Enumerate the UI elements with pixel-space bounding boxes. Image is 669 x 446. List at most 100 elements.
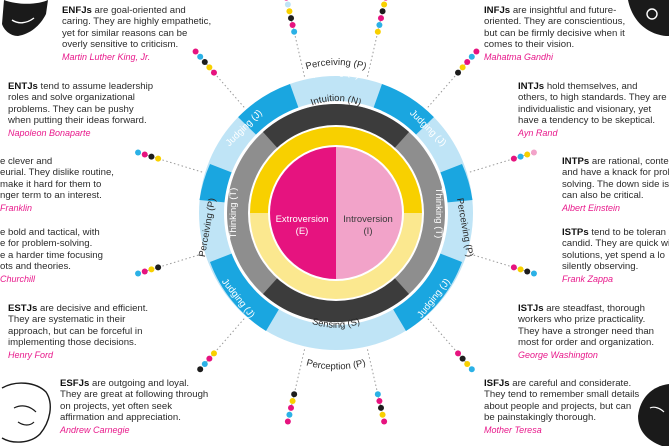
thinking-right-label: Thinking (T) (433, 188, 444, 239)
introversion-half (336, 147, 402, 279)
spoke-line-5 (469, 152, 533, 173)
spoke-dot (206, 355, 213, 362)
introversion-code: (I) (364, 226, 373, 237)
intp-blurb: INTPs are rational, conte and have a kna… (562, 156, 669, 214)
spoke-dot (530, 149, 537, 156)
infj-person: Mahatma Gandhi (484, 51, 554, 62)
spoke-line-6 (139, 253, 203, 274)
estj-person: Henry Ford (8, 349, 54, 360)
feeling-top-label: Feeling (F) (311, 67, 361, 82)
enfj-person: Martin Luther King, Jr. (62, 51, 151, 62)
spoke-dot (289, 398, 296, 405)
isfj-person: Mother Teresa (484, 424, 542, 435)
spoke-dot (288, 404, 295, 411)
portrait-mlk-icon (2, 0, 48, 36)
spoke-dot (135, 270, 142, 277)
thinking-left-label: Thinking (T) (228, 188, 239, 239)
intuition-label: Intuition (N) (309, 93, 363, 108)
spoke-dot (376, 398, 383, 405)
feeling-bottom-label: Feeling (F) (313, 351, 360, 365)
spoke-dot (473, 48, 480, 55)
introversion-label: Introversion (343, 214, 393, 225)
spoke-dot (455, 69, 462, 76)
intj-person: Ayn Rand (518, 127, 558, 138)
spoke-dot (210, 350, 217, 357)
spoke-line-10 (289, 349, 305, 413)
isfj-blurb: ISFJs are careful and considerate. They … (484, 378, 640, 435)
spoke-dot (197, 366, 204, 373)
portrait-carnegie-icon (1, 382, 51, 443)
spoke-line-7 (469, 253, 533, 274)
spoke-dot (201, 59, 208, 66)
istp-blurb: ISTPs tend to be toleran candid. They ar… (562, 227, 669, 284)
spoke-dot (141, 268, 148, 275)
spoke-dot (286, 411, 293, 418)
spoke-line-11 (367, 349, 383, 413)
spoke-dot (530, 270, 537, 277)
spoke-line-1 (367, 13, 383, 77)
spoke-dot (155, 155, 162, 162)
spoke-dot (381, 1, 388, 8)
spoke-dot (455, 350, 462, 357)
spoke-dot (464, 59, 471, 66)
spoke-dot (459, 64, 466, 71)
extroversion-half (270, 147, 336, 279)
entj-person: Napoleon Bonaparte (8, 127, 91, 138)
spoke-dot (524, 268, 531, 275)
extroversion-code: (E) (296, 226, 309, 237)
spoke-dot (148, 153, 155, 160)
spoke-dot (381, 418, 388, 425)
spoke-line-2 (201, 57, 245, 108)
intp-person: Albert Einstein (562, 202, 621, 213)
estj-blurb: ESTJs are decisive and efficient. They a… (8, 303, 149, 360)
spoke-line-8 (201, 318, 245, 369)
spoke-dot (468, 366, 475, 373)
spoke-dot (284, 1, 291, 8)
spoke-dot (291, 28, 298, 35)
spoke-lines (135, 0, 537, 425)
spoke-dot (206, 64, 213, 71)
spoke-dot (141, 151, 148, 158)
spoke-dot (192, 48, 199, 55)
spoke-line-3 (427, 57, 471, 108)
spoke-dot (288, 15, 295, 22)
enfj-blurb: ENFJs are goal-oriented and caring. They… (62, 5, 212, 62)
spoke-dot (524, 151, 531, 158)
portrait-teresa-icon (638, 384, 669, 446)
spoke-dot (383, 0, 388, 1)
spoke-dot (289, 21, 296, 28)
spoke-dot (284, 0, 289, 1)
spoke-dot (459, 355, 466, 362)
spoke-dot (377, 404, 384, 411)
spoke-dot (376, 21, 383, 28)
perception-bottom-label: Perception (P) (305, 358, 367, 373)
spoke-dot (197, 53, 204, 60)
spoke-dot (210, 69, 217, 76)
spoke-line-0 (289, 13, 305, 77)
spoke-dot (201, 360, 208, 367)
spoke-line-9 (427, 318, 471, 369)
spoke-dot (517, 266, 524, 273)
spoke-line-4 (139, 152, 203, 173)
spoke-dot (464, 360, 471, 367)
spoke-dot (135, 149, 142, 156)
extroversion-label: Extroversion (276, 214, 329, 225)
spoke-dot (377, 15, 384, 22)
spoke-dot (517, 153, 524, 160)
spoke-dot (379, 8, 386, 15)
istj-blurb: ISTJs are steadfast, thorough workers wh… (518, 303, 655, 360)
spoke-dot (468, 53, 475, 60)
spoke-dot (291, 391, 298, 398)
entp-person: Franklin (0, 202, 33, 213)
istj-person: George Washington (518, 349, 598, 360)
istp-person: Frank Zappa (562, 273, 614, 284)
spoke-dot (374, 391, 381, 398)
entj-blurb: ENTJs tend to assume leadership roles an… (8, 81, 154, 138)
spoke-dot (155, 264, 162, 271)
portrait-gandhi-icon (628, 0, 669, 36)
infj-blurb: INFJs are insightful and future- oriente… (484, 5, 626, 62)
sensing-label: Sensing (S) (311, 316, 362, 331)
spoke-dot (510, 264, 517, 271)
estp-blurb: e bold and tactical, with e for problem-… (0, 227, 103, 284)
